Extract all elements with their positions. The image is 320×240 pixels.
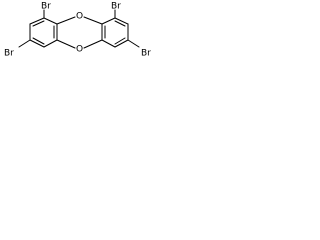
bond-right-double-3 [114, 37, 126, 45]
bond-left-double-3 [32, 37, 45, 45]
bond-right-double-1 [114, 20, 126, 27]
bond-left-ring-2 [43, 17, 58, 25]
bond-right-ring-5 [101, 39, 116, 48]
bond-right-ring-2 [114, 17, 129, 25]
bond-bridge-bottom-right [83, 39, 103, 49]
atom-label-br-top-right: Br [111, 2, 121, 12]
bond-right-ring-1 [101, 17, 116, 25]
bond-left-ring-1 [29, 17, 45, 25]
bond-br-right [127, 39, 140, 48]
atom-label-oxygen-top: O [76, 12, 83, 22]
bond-bridge-bottom-left [56, 39, 76, 49]
bond-right-ring-4 [114, 39, 129, 48]
atom-labels: Br Br Br Br O O [4, 2, 151, 59]
atom-label-br-top-left: Br [41, 2, 51, 12]
bond-lines [18, 9, 140, 49]
atom-label-oxygen-bottom: O [76, 45, 83, 55]
bond-left-double-1 [32, 20, 45, 27]
bond-left-ring-4 [43, 39, 58, 48]
bond-bridge-top-right [83, 16, 103, 25]
bond-br-left [18, 39, 31, 48]
bond-left-ring-5 [29, 39, 45, 48]
atom-label-br-left: Br [4, 49, 14, 59]
bond-bridge-top-left [56, 16, 76, 25]
atom-label-br-right: Br [141, 49, 151, 59]
chemical-structure-diagram: Br Br Br Br O O [4, 2, 151, 59]
